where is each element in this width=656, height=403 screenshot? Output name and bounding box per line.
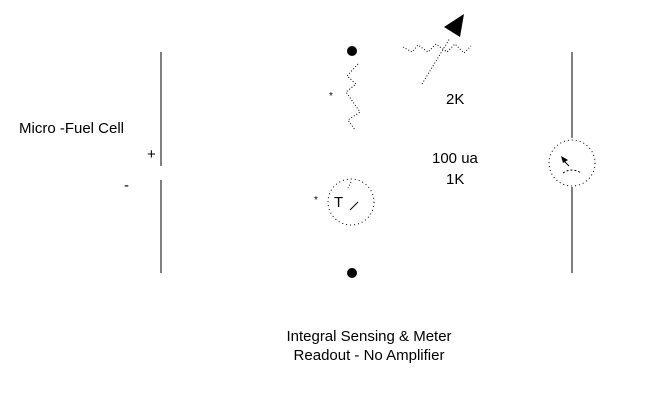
arrow-head-icon <box>444 14 464 37</box>
caption-line-2: Readout - No Amplifier <box>294 347 445 364</box>
pot-value: 2K <box>446 91 464 108</box>
thermistor-symbol <box>327 178 375 226</box>
resistor-asterisk: * <box>329 91 333 102</box>
minus-sign: - <box>124 177 129 194</box>
fuel-cell-label: Micro -Fuel Cell <box>19 120 124 137</box>
top-node <box>347 46 357 56</box>
thermistor-letter: T <box>334 194 343 211</box>
potentiometer-symbol <box>402 14 472 85</box>
resistor-value: 1K <box>446 171 464 188</box>
resistor-symbol <box>345 63 361 131</box>
caption-line-1: Integral Sensing & Meter <box>286 328 451 345</box>
meter-value: 100 ua <box>432 150 479 167</box>
bottom-node <box>347 268 357 278</box>
meter-needle-icon <box>561 156 568 163</box>
thermistor-asterisk: * <box>314 195 318 206</box>
plus-sign: + <box>147 146 156 163</box>
meter-symbol <box>548 52 596 273</box>
